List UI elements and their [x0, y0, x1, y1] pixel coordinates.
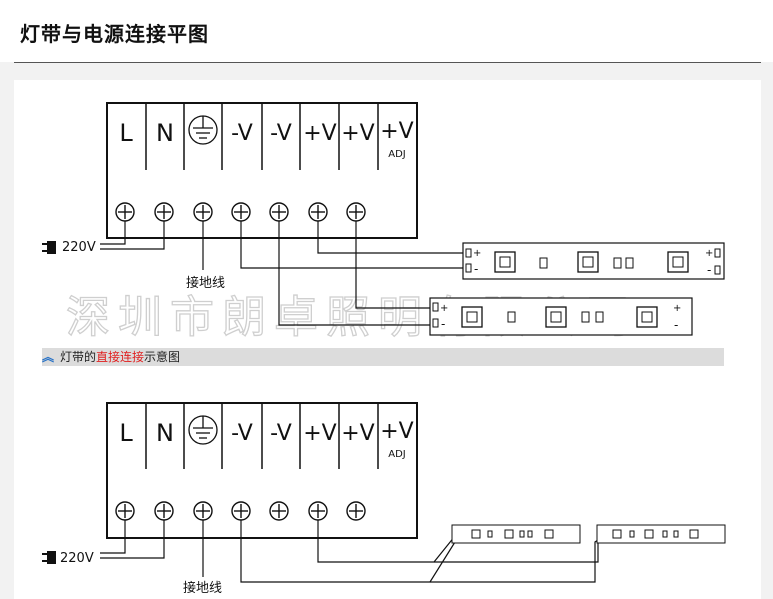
plug-icon-top: [42, 241, 56, 254]
terminal-label-pos-v: +V: [303, 121, 336, 146]
diagram-caption: ︽ 灯带的直接连接示意图: [42, 348, 724, 366]
wires-top: [100, 221, 465, 326]
led-strip-3: [451, 524, 581, 544]
plug-icon-bottom: [42, 551, 56, 564]
terminal-label-neg-v: -V: [231, 121, 253, 146]
page-title: 灯带与电源连接平图: [20, 22, 209, 46]
terminal-label-pos-v: +V: [341, 421, 374, 446]
terminal-label-n: N: [156, 119, 174, 147]
double-chevron-up-icon: ︽: [42, 350, 55, 364]
strip-plus-sign: +: [440, 303, 448, 314]
ground-icon: [188, 415, 218, 445]
input-voltage-label: 220V: [60, 551, 94, 566]
terminal-label-pos-v: +V: [380, 119, 413, 144]
led-strip-2: [429, 297, 693, 336]
terminal-label-l: L: [119, 119, 133, 147]
led-strip-4: [596, 524, 726, 544]
caption-suffix: 示意图: [144, 350, 181, 364]
ground-icon: [188, 115, 218, 145]
strip-minus-sign: -: [441, 317, 445, 331]
ground-wire-label: 接地线: [183, 580, 222, 596]
strip-minus-sign: -: [674, 318, 678, 332]
caption-highlight: 直接连接: [96, 350, 145, 364]
terminal-label-pos-v: +V: [303, 421, 336, 446]
strip-plus-sign: +: [473, 248, 481, 259]
terminal-label-pos-v: +V: [341, 121, 374, 146]
caption-prefix: 灯带的: [60, 350, 97, 364]
terminal-label-pos-v: +V: [380, 419, 413, 444]
terminal-labels-bottom: L N -V -V +V +V +V ADJ: [119, 419, 413, 460]
strip-plus-sign: +: [673, 303, 681, 314]
screw-terminals-top: [115, 202, 366, 222]
header-divider: [14, 62, 761, 63]
terminal-label-neg-v: -V: [270, 421, 292, 446]
page-header: 灯带与电源连接平图: [0, 0, 773, 62]
terminal-label-neg-v: -V: [270, 121, 292, 146]
strip-minus-sign: -: [707, 263, 711, 277]
input-voltage-label: 220V: [62, 240, 96, 255]
terminal-labels-top: L N -V -V +V +V +V ADJ: [119, 119, 413, 160]
terminal-label-l: L: [119, 419, 133, 447]
terminal-label-adj: ADJ: [388, 149, 406, 160]
led-strip-1: [462, 242, 725, 280]
caption-text: 灯带的直接连接示意图: [60, 349, 180, 365]
terminal-label-n: N: [156, 419, 174, 447]
screw-terminals-bottom: [115, 501, 366, 521]
terminal-label-adj: ADJ: [388, 449, 406, 460]
ground-wire-label: 接地线: [186, 275, 225, 291]
strip-minus-sign: -: [474, 262, 478, 276]
terminal-label-neg-v: -V: [231, 421, 253, 446]
strip-plus-sign: +: [705, 248, 713, 259]
